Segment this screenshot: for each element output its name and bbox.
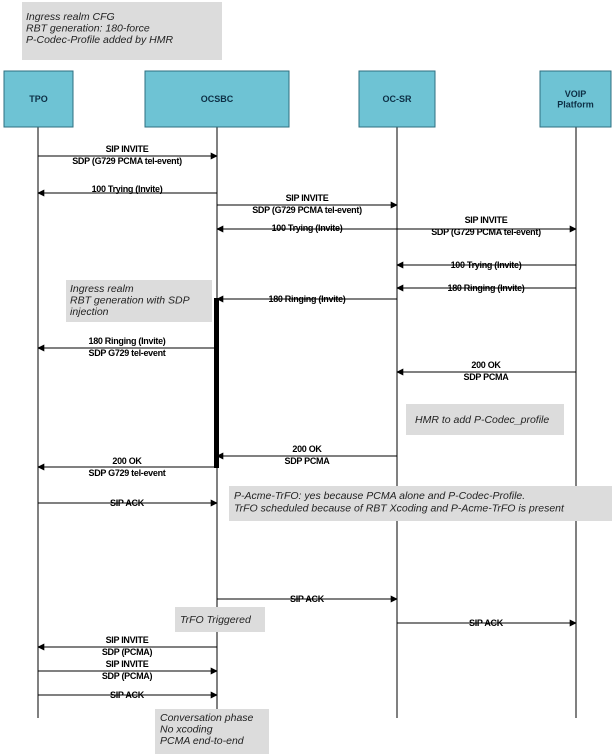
message: 180 Ringing (Invite) SDP G729 tel-event [37,336,217,358]
message: SIP INVITE SDP (PCMA) [37,635,217,657]
note-text: RBT generation with SDP [70,295,190,307]
message-label: 180 Ringing (Invite) [88,336,165,346]
message-label: SIP ACK [110,690,145,700]
note-trfo-acme: P-Acme-TrFO: yes because PCMA alone and … [229,486,612,521]
message-label: SDP PCMA [285,456,331,466]
message: SIP INVITE SDP (G729 PCMA tel-event) [38,144,218,166]
message: 180 Ringing (Invite) [396,283,576,293]
note-text: Ingress realm [70,283,134,295]
note-box [66,280,212,322]
message-label: SIP ACK [290,594,325,604]
note-text: Ingress realm CFG [26,11,115,23]
note-text: PCMA end-to-end [160,735,245,747]
actor-ocsbc: OCSBC [144,70,290,128]
actor-box [144,70,290,128]
note-text: No xcoding [160,724,213,736]
message: SIP ACK [38,498,218,508]
message: SIP ACK [38,690,218,700]
actor-ocsr: OC-SR [358,70,436,128]
note-text: HMR to add P-Codec_profile [415,414,549,426]
message-label: 200 OK [292,444,322,454]
note-text: RBT generation: 180-force [26,23,150,35]
message-label: 100 Trying (Invite) [272,223,343,233]
message: SIP INVITE SDP (G729 PCMA tel-event) [217,193,398,215]
message-label: SDP (G729 PCMA tel-event) [72,156,182,166]
actor-tpo: TPO [3,70,74,128]
message-label: 100 Trying (Invite) [451,260,522,270]
message: SIP INVITE SDP (PCMA) [38,659,218,681]
message: 100 Trying (Invite) [37,184,217,197]
activation-bars [214,298,219,468]
message-label: 200 OK [471,360,501,370]
note-trfo-triggered: TrFO Triggered [175,607,265,632]
message-label: SIP INVITE [106,659,149,669]
message: 200 OK SDP PCMA [216,444,397,466]
actor-label: OCSBC [201,94,234,104]
actor-box [539,70,612,128]
note-box [22,2,222,60]
actor-label: VOIP [565,89,587,99]
actor-box [3,70,74,128]
message-label: SDP (PCMA) [102,671,153,681]
message: 180 Ringing (Invite) [216,294,397,304]
activation-bar [214,298,219,468]
note-text: TrFO scheduled because of RBT Xcoding an… [234,503,565,515]
message-label: SDP (PCMA) [102,647,153,657]
message-label: SIP ACK [110,498,145,508]
message-label: SIP INVITE [106,635,149,645]
note-text: TrFO Triggered [180,614,252,626]
note-box [229,486,612,521]
message-label: 180 Ringing (Invite) [447,283,524,293]
message: 100 Trying (Invite) [216,223,397,233]
message: 100 Trying (Invite) [396,260,576,270]
note-box [175,607,265,632]
note-text: P-Acme-TrFO: yes because PCMA alone and … [234,490,525,502]
note-text: Conversation phase [160,712,254,724]
message-label: 180 Ringing (Invite) [268,294,345,304]
message-label: SDP (G729 PCMA tel-event) [252,205,362,215]
note-text: P-Codec-Profile added by HMR [26,34,173,46]
message-label: SIP ACK [469,618,504,628]
message-label: SDP G729 tel-event [89,348,166,358]
message: SIP ACK [397,618,577,628]
message: 200 OK SDP G729 tel-event [37,456,217,478]
actor-box [358,70,436,128]
message-label: SDP G729 tel-event [89,468,166,478]
message-label: SDP (G729 PCMA tel-event) [431,227,541,237]
message-label: SIP INVITE [106,144,149,154]
actor-label: OC-SR [383,94,413,104]
message-label: SIP INVITE [286,193,329,203]
actor-label: Platform [557,100,594,110]
message-label: SIP INVITE [465,215,508,225]
message-label: 100 Trying (Invite) [92,184,163,194]
message: SIP ACK [217,594,398,604]
note-text: injection [70,306,109,318]
message: SIP INVITE SDP (G729 PCMA tel-event) [397,215,577,237]
note-box [406,404,564,435]
message-label: 200 OK [112,456,142,466]
message: 200 OK SDP PCMA [396,360,576,382]
note-hmr-codec: HMR to add P-Codec_profile [406,404,564,435]
note-box [155,709,269,754]
actor-label: TPO [29,94,48,104]
message-label: SDP PCMA [464,372,510,382]
messages: SIP INVITE SDP (G729 PCMA tel-event) 100 T… [37,144,577,700]
